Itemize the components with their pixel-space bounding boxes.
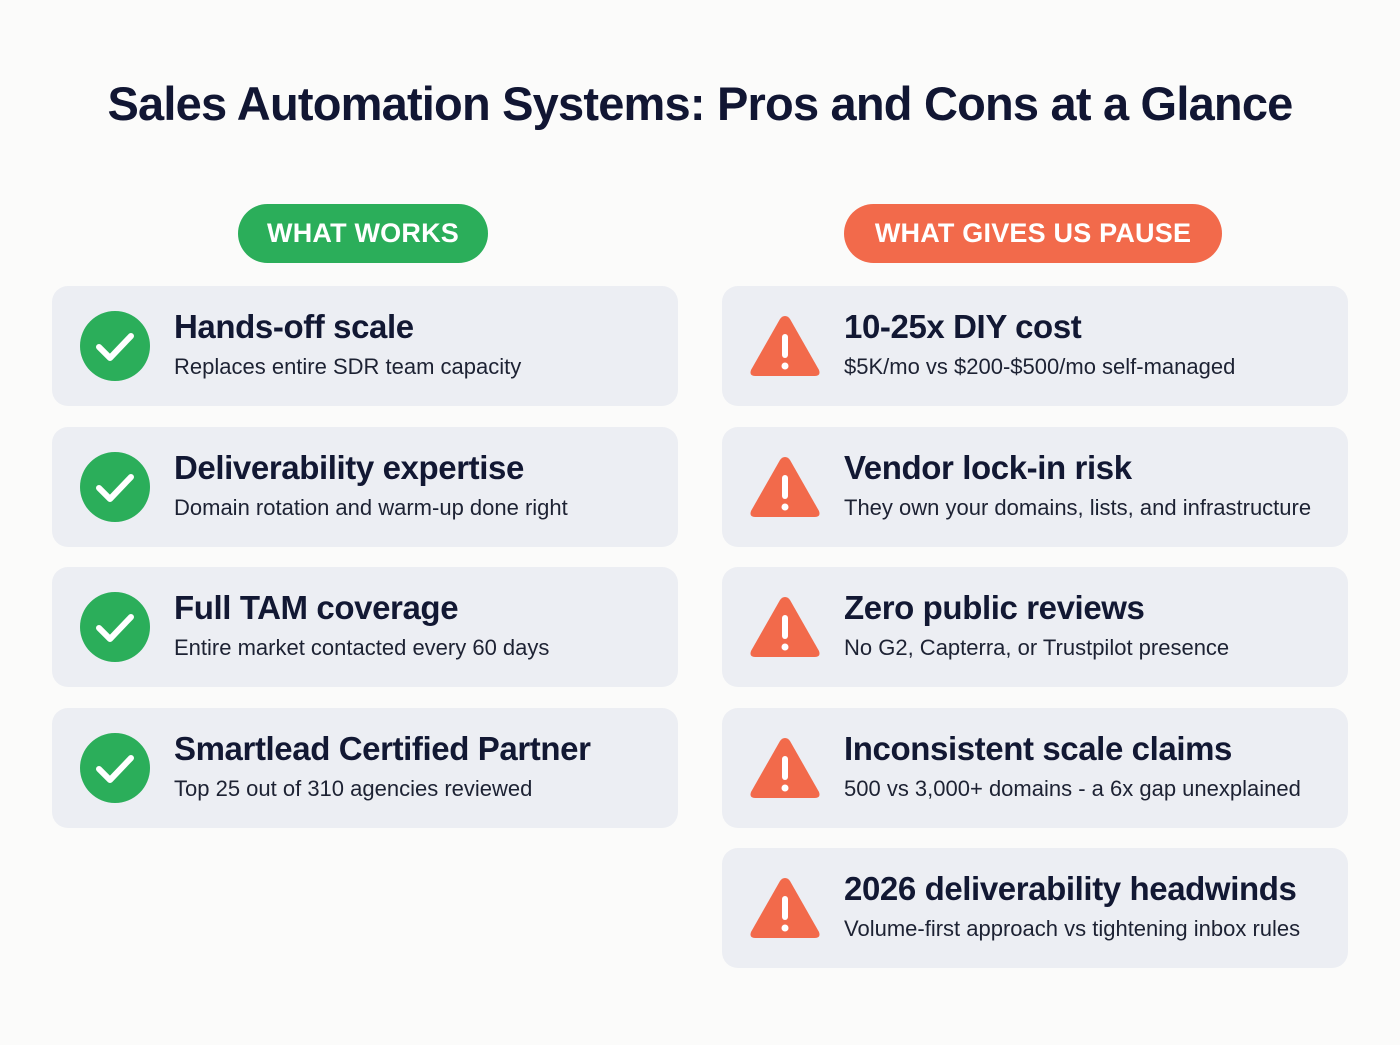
- warning-triangle-icon: [750, 597, 820, 657]
- warning-triangle-icon: [750, 878, 820, 938]
- con-subtext: No G2, Capterra, or Trustpilot presence: [844, 635, 1230, 660]
- pros-header-badge: WHAT WORKS: [238, 204, 488, 263]
- con-subtext: 500 vs 3,000+ domains - a 6x gap unexpla…: [844, 776, 1301, 801]
- con-heading: 10-25x DIY cost: [844, 308, 1082, 345]
- con-subtext: $5K/mo vs $200-$500/mo self-managed: [844, 354, 1236, 379]
- pro-heading: Deliverability expertise: [174, 449, 524, 486]
- pro-subtext: Replaces entire SDR team capacity: [174, 354, 522, 379]
- con-subtext: Volume-first approach vs tightening inbo…: [844, 916, 1301, 941]
- con-card: 10-25x DIY cost $5K/mo vs $200-$500/mo se…: [722, 286, 1348, 406]
- check-circle-icon: [80, 592, 150, 662]
- con-heading: Inconsistent scale claims: [844, 730, 1233, 767]
- con-subtext: They own your domains, lists, and infras…: [844, 495, 1312, 520]
- con-heading: Zero public reviews: [844, 589, 1145, 626]
- pro-heading: Hands-off scale: [174, 308, 414, 345]
- check-circle-icon: [80, 733, 150, 803]
- con-card: Inconsistent scale claims 500 vs 3,000+ d…: [722, 708, 1348, 828]
- check-circle-icon: [80, 311, 150, 381]
- con-heading: Vendor lock-in risk: [844, 449, 1132, 486]
- warning-triangle-icon: [750, 738, 820, 798]
- con-heading: 2026 deliverability headwinds: [844, 870, 1297, 907]
- page-title: Sales Automation Systems: Pros and Cons …: [107, 77, 1293, 130]
- pro-subtext: Top 25 out of 310 agencies reviewed: [174, 776, 533, 801]
- con-card: Zero public reviews No G2, Capterra, or T…: [722, 567, 1348, 687]
- pro-subtext: Entire market contacted every 60 days: [174, 635, 550, 660]
- pro-heading: Full TAM coverage: [174, 589, 459, 626]
- pro-subtext: Domain rotation and warm-up done right: [174, 495, 568, 520]
- warning-triangle-icon: [750, 457, 820, 517]
- pro-heading: Smartlead Certified Partner: [174, 730, 591, 767]
- check-circle-icon: [80, 452, 150, 522]
- warning-triangle-icon: [750, 316, 820, 376]
- cons-header-badge: WHAT GIVES US PAUSE: [844, 204, 1222, 263]
